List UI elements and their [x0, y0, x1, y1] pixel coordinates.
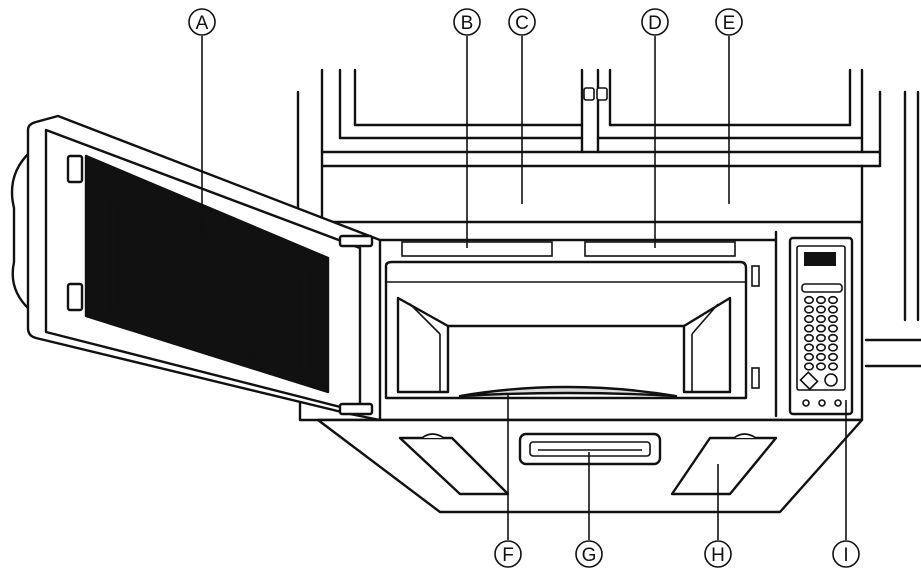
vent-d: [585, 242, 735, 256]
keypad-button: [805, 316, 813, 323]
callout-a: A: [189, 9, 215, 35]
vent-b: [402, 242, 552, 256]
keypad-button: [817, 297, 825, 304]
microwave-door: [12, 116, 380, 420]
callout-e: E: [716, 9, 742, 35]
callout-c-label: C: [515, 13, 529, 34]
callout-g-label: G: [582, 545, 597, 566]
keypad-button: [805, 335, 813, 342]
callout-i-label: I: [843, 545, 848, 566]
keypad-button: [805, 354, 813, 361]
callout-f: F: [495, 541, 521, 567]
keypad-button: [829, 325, 837, 332]
keypad-button: [817, 335, 825, 342]
keypad-button: [805, 363, 813, 370]
cooktop-light: [520, 434, 660, 464]
keypad-button: [805, 297, 813, 304]
callout-i: I: [833, 541, 859, 567]
keypad-button: [817, 316, 825, 323]
callout-d: D: [642, 9, 668, 35]
keypad-button: [805, 344, 813, 351]
callout-h: H: [705, 541, 731, 567]
callout-h-label: H: [711, 545, 725, 566]
keypad-button: [817, 306, 825, 313]
oven-cavity: [386, 262, 746, 398]
callout-e-label: E: [723, 13, 736, 34]
door-latch-slot-lower: [752, 368, 759, 388]
keypad-button: [817, 354, 825, 361]
callout-d-label: D: [648, 13, 662, 34]
keypad-button: [829, 306, 837, 313]
keypad-button: [829, 297, 837, 304]
keypad-button: [829, 354, 837, 361]
callout-a-label: A: [196, 13, 209, 34]
callout-f-label: F: [502, 545, 514, 566]
keypad-button: [817, 325, 825, 332]
keypad-button: [829, 363, 837, 370]
keypad-button: [829, 344, 837, 351]
door-latch-slot-upper: [752, 266, 759, 286]
keypad-button: [829, 316, 837, 323]
keypad-button: [817, 344, 825, 351]
keypad-button: [817, 363, 825, 370]
keypad-button: [805, 325, 813, 332]
keypad-button: [805, 306, 813, 313]
callout-b: B: [454, 9, 480, 35]
callout-g: G: [576, 541, 602, 567]
keypad-button: [829, 335, 837, 342]
callout-b-label: B: [461, 13, 474, 34]
callout-c: C: [509, 9, 535, 35]
